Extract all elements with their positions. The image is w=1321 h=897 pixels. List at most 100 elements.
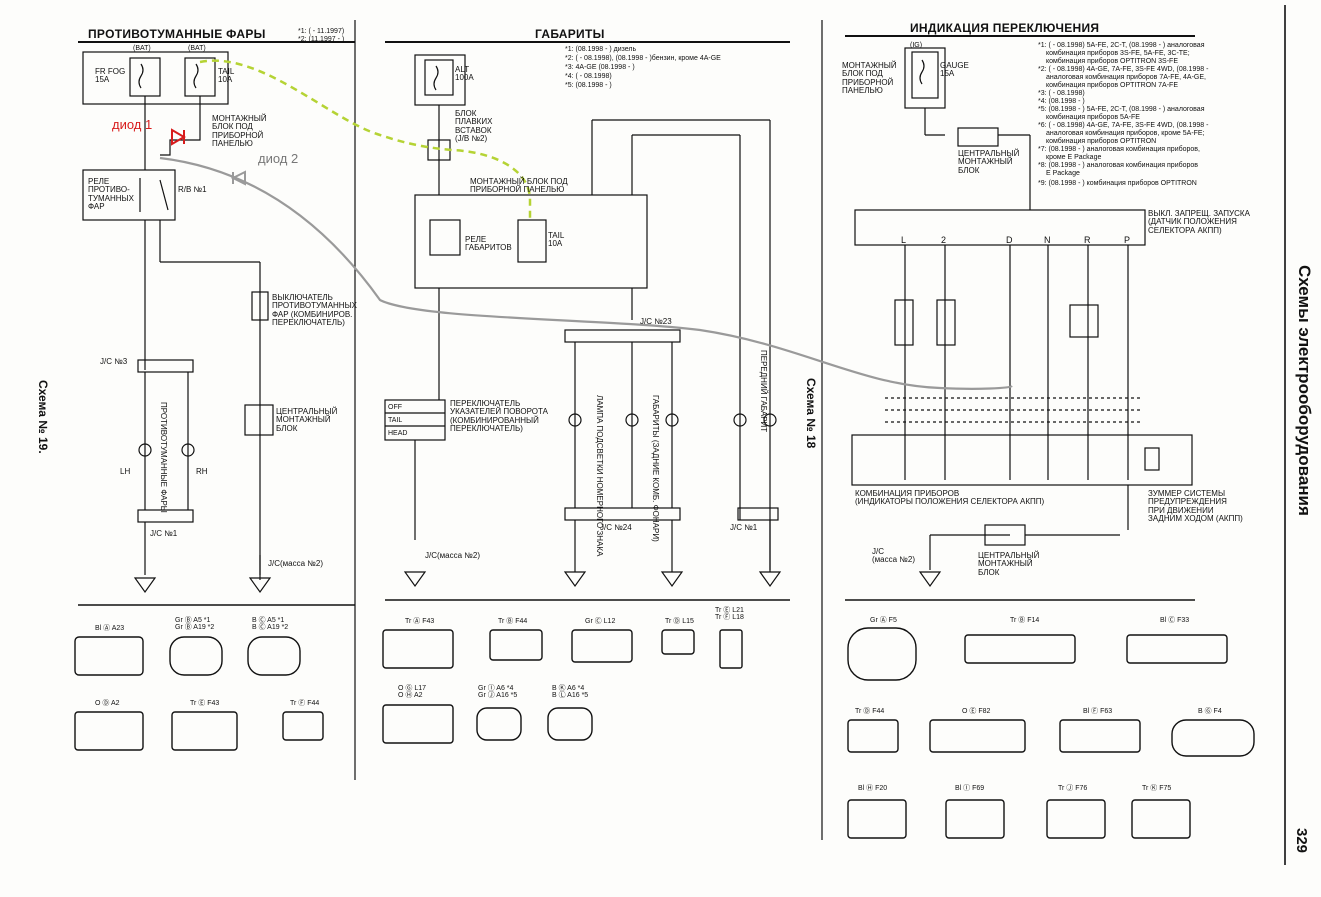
ind-note: аналоговая комбинация приборов 7A-FE, 4A… (1046, 74, 1206, 81)
ind-note: *4: (08.1998 - ) (1038, 98, 1085, 105)
pos-n: N (1044, 235, 1051, 245)
connector-label: Gr Ⓑ A5 *1 Gr Ⓑ A19 *2 (175, 617, 215, 632)
gab-jc23-label: J/C №23 (640, 317, 672, 326)
gab-note-2: *2: ( - 08.1998), (08.1998 - )бензин, кр… (565, 55, 721, 62)
fog-note-1: *1: ( - 11.1997) (298, 28, 345, 35)
connector-label: Bl Ⓘ F69 (955, 785, 985, 792)
connector-label: Tr Ⓑ F14 (1010, 617, 1040, 624)
pos-d: D (1006, 235, 1013, 245)
dashed-jumper-wire (199, 59, 532, 222)
ind-note: *7: (08.1998 - ) аналоговая комбинация п… (1038, 146, 1200, 153)
ind-note: аналоговая комбинация приборов, кроме 5A… (1046, 130, 1205, 137)
ind-note: комбинация приборов OPTITRON 7A-FE (1046, 82, 1178, 89)
pos-2: 2 (941, 235, 947, 245)
ind-mount-block-label: МОНТАЖНЫЙ БЛОК ПОД ПРИБОРНОЙ ПАНЕЛЬЮ (842, 61, 897, 96)
connector-label: Tr Ⓚ F75 (1142, 785, 1172, 792)
fog-section-title: ПРОТИВОТУМАННЫЕ ФАРЫ (88, 27, 266, 41)
grey-added-wire (159, 156, 1013, 390)
ind-note: комбинация приборов 3S-FE, 5A-FE, 3C-TE; (1046, 50, 1190, 57)
connector-label: Bl Ⓒ F33 (1160, 617, 1190, 624)
cluster-label: КОМБИНАЦИЯ ПРИБОРОВ (ИНДИКАТОРЫ ПОЛОЖЕНИ… (855, 489, 1045, 507)
ind-note: *2: ( - 08.1998) 4A-GE, 7A-FE, 3S-FE 4WD… (1038, 66, 1209, 73)
schema-18-label: Схема № 18 (804, 378, 818, 449)
gab-tail-fuse-label: TAIL 10A (548, 231, 565, 249)
connector-label: B Ⓚ A6 *4 B Ⓛ A16 *5 (552, 685, 589, 700)
fog-lamp-rh: RH (196, 467, 208, 476)
fr-fog-fuse-label: FR FOG 15A (95, 67, 126, 85)
connector-label: Tr Ⓔ L21 Tr Ⓕ L18 (715, 607, 744, 622)
ind-note: *9: (08.1998 - ) комбинация приборов OPT… (1038, 180, 1197, 187)
gauge-fuse-label: GAUGE 15A (940, 61, 969, 79)
fog-relay-id: R/B №1 (178, 185, 207, 194)
connector-label: Tr Ⓙ F76 (1058, 785, 1088, 792)
connector-label: O Ⓓ A2 (95, 700, 120, 707)
ind-note: кроме E Package (1046, 154, 1102, 161)
gab-note-4: *4: ( - 08.1998) (565, 73, 612, 80)
gab-relay-label: РЕЛЕ ГАБАРИТОВ (465, 235, 512, 253)
gab-mount-block-label: МОНТАЖНЫЙ БЛОК ПОД ПРИБОРНОЙ ПАНЕЛЬЮ (470, 177, 568, 195)
indication-section-title: ИНДИКАЦИЯ ПЕРЕКЛЮЧЕНИЯ (910, 21, 1100, 35)
fog-ground-label: J/C(масса №2) (268, 559, 323, 568)
ind-note: комбинация приборов OPTITRON (1046, 138, 1157, 145)
fog-relay-label: РЕЛЕ ПРОТИВО- ТУМАННЫХ ФАР (88, 177, 134, 212)
gab-note-1: *1: (08.1998 - ) дизель (565, 46, 637, 53)
fusible-block-label: БЛОК ПЛАВКИХ ВСТАВОК (J/B №2) (455, 109, 493, 144)
switch-row-tail: TAIL (388, 417, 403, 424)
front-lamp-label: ПЕРЕДНИЙ ГАБАРИТ (759, 350, 768, 433)
fog-bat-2: (BAT) (188, 45, 206, 52)
fog-jc1-label: J/C №1 (150, 529, 178, 538)
gab-ground-label: J/C(масса №2) (425, 551, 480, 560)
ind-note: комбинация приборов 5A-FE (1046, 114, 1140, 121)
connector-label: Bl Ⓕ F63 (1083, 708, 1113, 715)
connector-label: B Ⓒ A5 *1 B Ⓒ A19 *2 (252, 617, 289, 632)
rear-lamp-label: ГАБАРИТЫ (ЗАДНИЕ КОМБ. ФОНАРИ) (651, 395, 660, 542)
reverse-buzzer-label: ЗУММЕР СИСТЕМЫ ПРЕДУПРЕЖДЕНИЯ ПРИ ДВИЖЕН… (1148, 489, 1243, 524)
connector-label: Tr Ⓔ F43 (190, 700, 220, 707)
gab-turn-switch-label: ПЕРЕКЛЮЧАТЕЛЬ УКАЗАТЕЛЕЙ ПОВОРОТА (КОМБИ… (450, 399, 548, 434)
switch-row-head: HEAD (388, 430, 408, 437)
switch-row-off: OFF (388, 404, 402, 411)
connector-label: Tr Ⓐ F43 (405, 618, 435, 625)
fog-note-2: *2: (11.1997 - ) (298, 36, 345, 43)
fog-mount-block-label: МОНТАЖНЫЙ БЛОК ПОД ПРИБОРНОЙ ПАНЕЛЬЮ (212, 114, 267, 149)
ind-note: комбинация приборов OPTITRON 3S-FE (1046, 58, 1178, 65)
connector-label: Bl Ⓐ A23 (95, 625, 125, 632)
connector-label: Tr Ⓓ F44 (855, 708, 885, 715)
fog-switch-label: ВЫКЛЮЧАТЕЛЬ ПРОТИВОТУМАННЫХ ФАР (КОМБИНИ… (272, 293, 358, 328)
connector-label: Tr Ⓓ L15 (665, 618, 694, 625)
ind-ig-label: (IG) (910, 42, 923, 49)
connector-label: Tr Ⓑ F44 (498, 618, 528, 625)
diode-1-label: диод 1 (112, 117, 153, 132)
connector-label: Gr Ⓘ A6 *4 Gr Ⓙ A16 *5 (478, 685, 518, 700)
diode-2-label: диод 2 (258, 151, 299, 166)
ind-note: *1: ( - 08.1998) 5A-FE, 2C-T, (08.1998 -… (1038, 42, 1205, 49)
fog-central-block-label: ЦЕНТРАЛЬНЫЙ МОНТАЖНЫЙ БЛОК (276, 407, 338, 433)
fog-bat-1: (BAT) (133, 45, 151, 52)
connector-label: Gr Ⓐ F5 (870, 617, 897, 624)
ind-central-block-2-label: ЦЕНТРАЛЬНЫЙ МОНТАЖНЫЙ БЛОК (978, 551, 1040, 577)
fog-lamps-vertical-label: ПРОТИВОТУМАННЫЕ ФАРЫ (159, 402, 168, 513)
pos-l: L (901, 235, 907, 245)
tail-fuse-label: TAIL 10A (218, 67, 235, 85)
ind-note: *3: ( - 08.1998) (1038, 90, 1085, 97)
ind-jc-ground-label: J/C (масса №2) (872, 547, 915, 565)
gabarity-section-title: ГАБАРИТЫ (535, 27, 605, 41)
side-chapter-title: Схемы электрооборудования (1295, 265, 1314, 516)
ind-note: E Package (1046, 170, 1080, 177)
alt-fuse-label: ALT 100A (455, 65, 474, 83)
gab-jc24-label: J/C №24 (600, 523, 632, 532)
gab-note-5: *5: (08.1998 - ) (565, 82, 612, 89)
connector-label: O Ⓔ F82 (962, 708, 991, 715)
fog-jc3-label: J/C №3 (100, 357, 128, 366)
gab-note-3: *3: 4A-GE (08.1998 - ) (565, 64, 635, 71)
start-inhibit-switch-label: ВЫКЛ. ЗАПРЕЩ. ЗАПУСКА (ДАТЧИК ПОЛОЖЕНИЯ … (1148, 209, 1250, 235)
pos-r: R (1084, 235, 1091, 245)
connector-label: Bl Ⓗ F20 (858, 785, 888, 792)
connector-label: Gr Ⓒ L12 (585, 618, 616, 625)
ind-note: *5: (08.1998 - ) 5A-FE, 2C-T, (08.1998 -… (1038, 106, 1205, 113)
pos-p: P (1124, 235, 1131, 245)
connector-label: O Ⓖ L17 O Ⓗ A2 (398, 685, 427, 700)
diode-1-symbol (171, 128, 186, 146)
